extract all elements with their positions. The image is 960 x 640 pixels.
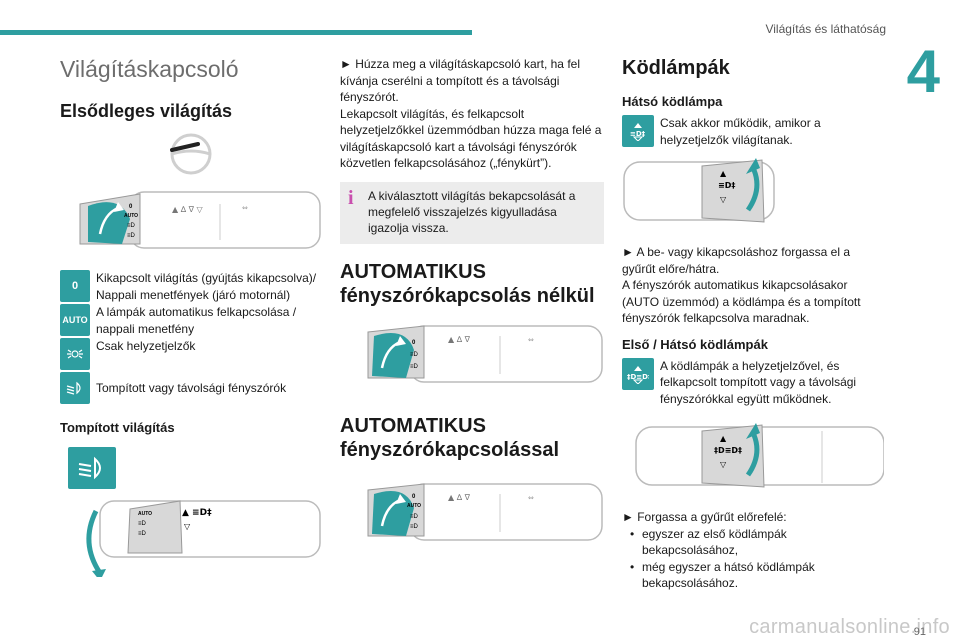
svg-text:≡D: ≡D <box>127 233 136 239</box>
list-item: egyszer az első ködlámpák bekapcsolásáho… <box>622 526 884 559</box>
front-rear-fog-legend: ‡D≡D‡ A ködlámpák a helyzetjelzővel, és … <box>622 357 884 408</box>
svg-text:AUTO: AUTO <box>407 503 421 509</box>
rotate-steps-list: egyszer az első ködlámpák bekapcsolásáho… <box>622 526 884 592</box>
svg-text:‡D≡D‡: ‡D≡D‡ <box>627 373 649 381</box>
legend-row: Tompított vagy távolsági fényszórók <box>60 372 322 404</box>
info-text: A kiválasztott világítás bekapcsolását a… <box>368 188 576 235</box>
column-lighting-switch: Világításkapcsoló Elsődleges világítás 0… <box>60 56 322 577</box>
svg-text:≡D‡: ≡D‡ <box>718 181 735 190</box>
heading-line: fényszórókapcsolással <box>340 438 559 461</box>
lighting-lever-diagram: 0 AUTO ≡D ≡D ▲ ∆ ∇ ▽ ⇔ <box>79 191 321 249</box>
svg-text:≡D: ≡D <box>410 524 419 530</box>
svg-text:0: 0 <box>129 204 133 210</box>
svg-text:⇔: ⇔ <box>528 494 534 502</box>
legend-row: 0 Kikapcsolt világítás (gyújtás kikapcso… <box>60 270 322 303</box>
svg-text:≡D: ≡D <box>127 223 136 229</box>
rear-fog-rotate-instruction: ► A be- vagy kikapcsoláshoz forgassa el … <box>622 245 850 276</box>
heading-line: AUTOMATIKUS <box>340 260 486 283</box>
svg-text:0: 0 <box>412 494 416 500</box>
dipped-lever-diagram: AUTO ≡D ≡D ▲ ≡D‡ ▽ <box>86 500 321 577</box>
steering-wheel-icon <box>170 133 212 175</box>
flash-instruction: Lekapcsolt világítás, és felkapcsolt hel… <box>340 106 602 171</box>
dipped-lighting-heading: Tompított világítás <box>60 420 175 435</box>
chapter-number: 4 <box>906 38 940 105</box>
auto-with-lever-diagram: 0 AUTO ≡D ≡D ▲ ∆ ∇ ⇔ <box>367 482 603 541</box>
fog-lamps-heading: Ködlámpák <box>622 57 730 79</box>
svg-text:≡D: ≡D <box>138 521 147 527</box>
switch-positions-legend: 0 Kikapcsolt világítás (gyújtás kikapcso… <box>60 270 322 404</box>
svg-text:≡D: ≡D <box>410 364 419 370</box>
dipped-beam-icon <box>60 372 90 404</box>
svg-text:≡D: ≡D <box>138 531 147 537</box>
rear-fog-text: Csak akkor működik, amikor a helyzetjelz… <box>660 116 821 147</box>
heading-line: fényszórókapcsolás nélkül <box>340 284 595 307</box>
svg-text:▲ ∆ ∇: ▲ ∆ ∇ <box>448 335 471 344</box>
svg-text:▽: ▽ <box>184 522 191 531</box>
svg-text:≡D: ≡D <box>410 352 419 358</box>
auto-icon: AUTO <box>60 304 90 336</box>
front-rear-fog-heading: Első / Hátsó ködlámpák <box>622 336 768 352</box>
rear-fog-auto-note: A fényszórók automatikus kikapcsolásakor… <box>622 278 861 325</box>
legend-text: Kikapcsolt világítás (gyújtás kikapcsolv… <box>96 271 317 302</box>
svg-text:▲: ▲ <box>720 434 727 443</box>
watermark: carmanualsonline.info <box>749 616 950 638</box>
auto-without-heading: AUTOMATIKUS fényszórókapcsolás nélkül <box>340 260 604 308</box>
legend-text: Tompított vagy távolsági fényszórók <box>96 381 287 395</box>
info-box: i A kiválasztott világítás bekapcsolását… <box>340 181 604 244</box>
rotate-ring-instruction: ► Forgassa a gyűrűt előrefelé: <box>622 510 787 524</box>
column-fog-lamps: Ködlámpák Hátsó ködlámpa ≡D‡ Csak akkor … <box>622 56 884 592</box>
auto-without-lever-diagram: 0 ≡D ≡D ▲ ∆ ∇ ⇔ <box>367 324 603 383</box>
dipped-beam-icon <box>68 447 116 489</box>
svg-text:▲ ∆ ∇ ▽: ▲ ∆ ∇ ▽ <box>172 205 203 214</box>
info-icon: i <box>348 186 354 209</box>
high-beam-instruction: ► Húzza meg a világításkapcsoló kart, ha… <box>340 57 580 104</box>
svg-text:⇔: ⇔ <box>242 204 248 212</box>
legend-row: AUTO A lámpák automatikus felkapcsolása … <box>60 304 322 337</box>
rear-fog-legend: ≡D‡ Csak akkor működik, amikor a helyzet… <box>622 115 884 148</box>
parking-lights-icon <box>60 338 90 370</box>
svg-text:▲: ▲ <box>720 169 727 178</box>
svg-text:AUTO: AUTO <box>138 511 152 517</box>
section-title: Világítás és láthatóság <box>765 22 886 36</box>
list-item: még egyszer a hátsó ködlámpák bekapcsolá… <box>622 559 884 592</box>
rear-fog-heading: Hátsó ködlámpa <box>622 94 723 109</box>
legend-text: A lámpák automatikus felkapcsolása / nap… <box>96 305 297 336</box>
primary-lighting-heading: Elsődleges világítás <box>60 101 233 121</box>
svg-text:≡D: ≡D <box>410 514 419 520</box>
svg-text:⇔: ⇔ <box>528 336 534 344</box>
legend-text: Csak helyzetjelzők <box>96 339 196 353</box>
rear-fog-icon: ≡D‡ <box>622 115 654 147</box>
svg-text:AUTO: AUTO <box>124 213 138 219</box>
svg-text:≡D‡: ≡D‡ <box>630 130 646 138</box>
auto-with-heading: AUTOMATIKUS fényszórókapcsolással <box>340 414 604 462</box>
heading-line: AUTOMATIKUS <box>340 414 486 437</box>
front-rear-fog-ring-diagram: ▲ ‡D≡D‡ ▽ <box>635 423 884 488</box>
svg-text:▽: ▽ <box>720 195 727 204</box>
page-title: Világításkapcsoló <box>60 56 239 82</box>
legend-row: Csak helyzetjelzők <box>60 338 322 370</box>
svg-text:▽: ▽ <box>720 460 727 469</box>
svg-text:▲ ∆ ∇: ▲ ∆ ∇ <box>448 493 471 502</box>
header-accent-bar <box>0 30 472 35</box>
svg-text:▲ ≡D‡: ▲ ≡D‡ <box>182 508 212 518</box>
column-high-beam: ► Húzza meg a világításkapcsoló kart, ha… <box>340 56 604 550</box>
front-rear-fog-text: A ködlámpák a helyzetjelzővel, és felkap… <box>660 358 857 406</box>
page-number: 91 <box>913 626 926 638</box>
svg-text:‡D≡D‡: ‡D≡D‡ <box>714 446 742 455</box>
front-rear-fog-icon: ‡D≡D‡ <box>622 357 654 390</box>
svg-text:0: 0 <box>412 340 416 346</box>
off-icon: 0 <box>60 270 90 302</box>
rear-fog-ring-diagram: ▲ ≡D‡ ▽ <box>623 158 775 223</box>
